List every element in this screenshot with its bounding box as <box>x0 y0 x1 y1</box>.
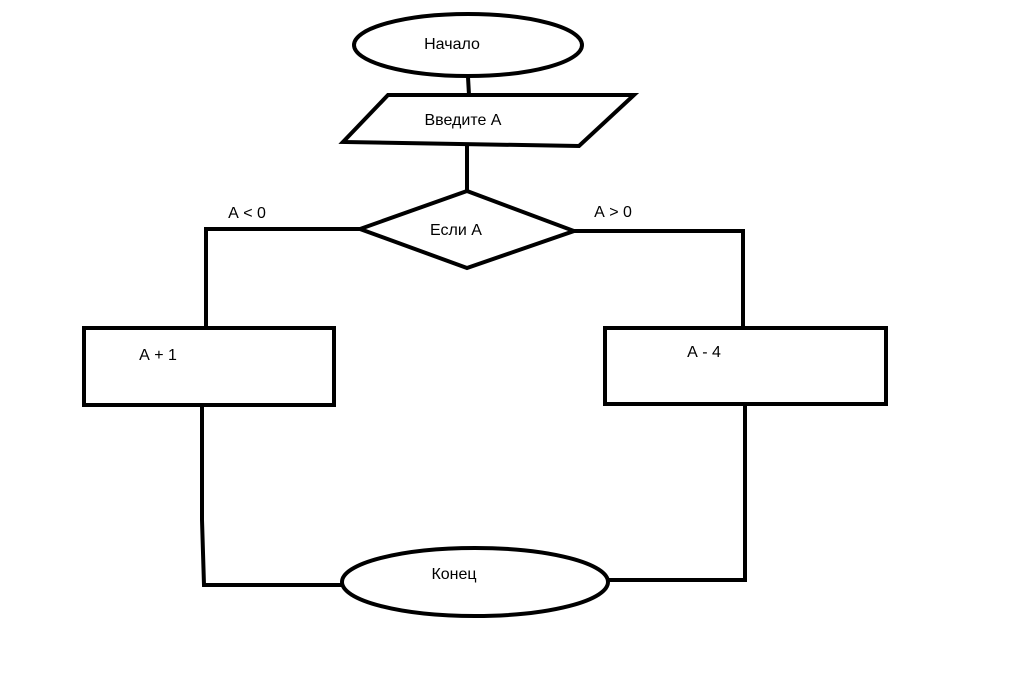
decision-diamond <box>354 188 580 271</box>
connector-decision-to-right-action <box>572 229 745 330</box>
connector-right-action-to-end <box>606 402 747 582</box>
connector-start-to-input <box>465 74 472 98</box>
start-label: Начало <box>424 36 480 53</box>
input-parallelogram <box>338 93 640 149</box>
end-terminator <box>340 546 610 618</box>
start-terminator <box>352 12 584 78</box>
left-action-label: А + 1 <box>139 347 177 364</box>
decision-label: Если А <box>430 222 482 239</box>
right-action-box <box>603 326 888 406</box>
input-label: Введите А <box>425 112 502 129</box>
left-action-box <box>82 326 336 407</box>
end-label: Конец <box>431 566 476 583</box>
branch-left-condition: А < 0 <box>228 205 266 222</box>
connector-left-action-to-end <box>200 403 344 587</box>
right-action-label: А - 4 <box>687 344 721 361</box>
branch-right-condition: А > 0 <box>594 204 632 221</box>
connector-decision-to-left-action <box>204 227 362 330</box>
